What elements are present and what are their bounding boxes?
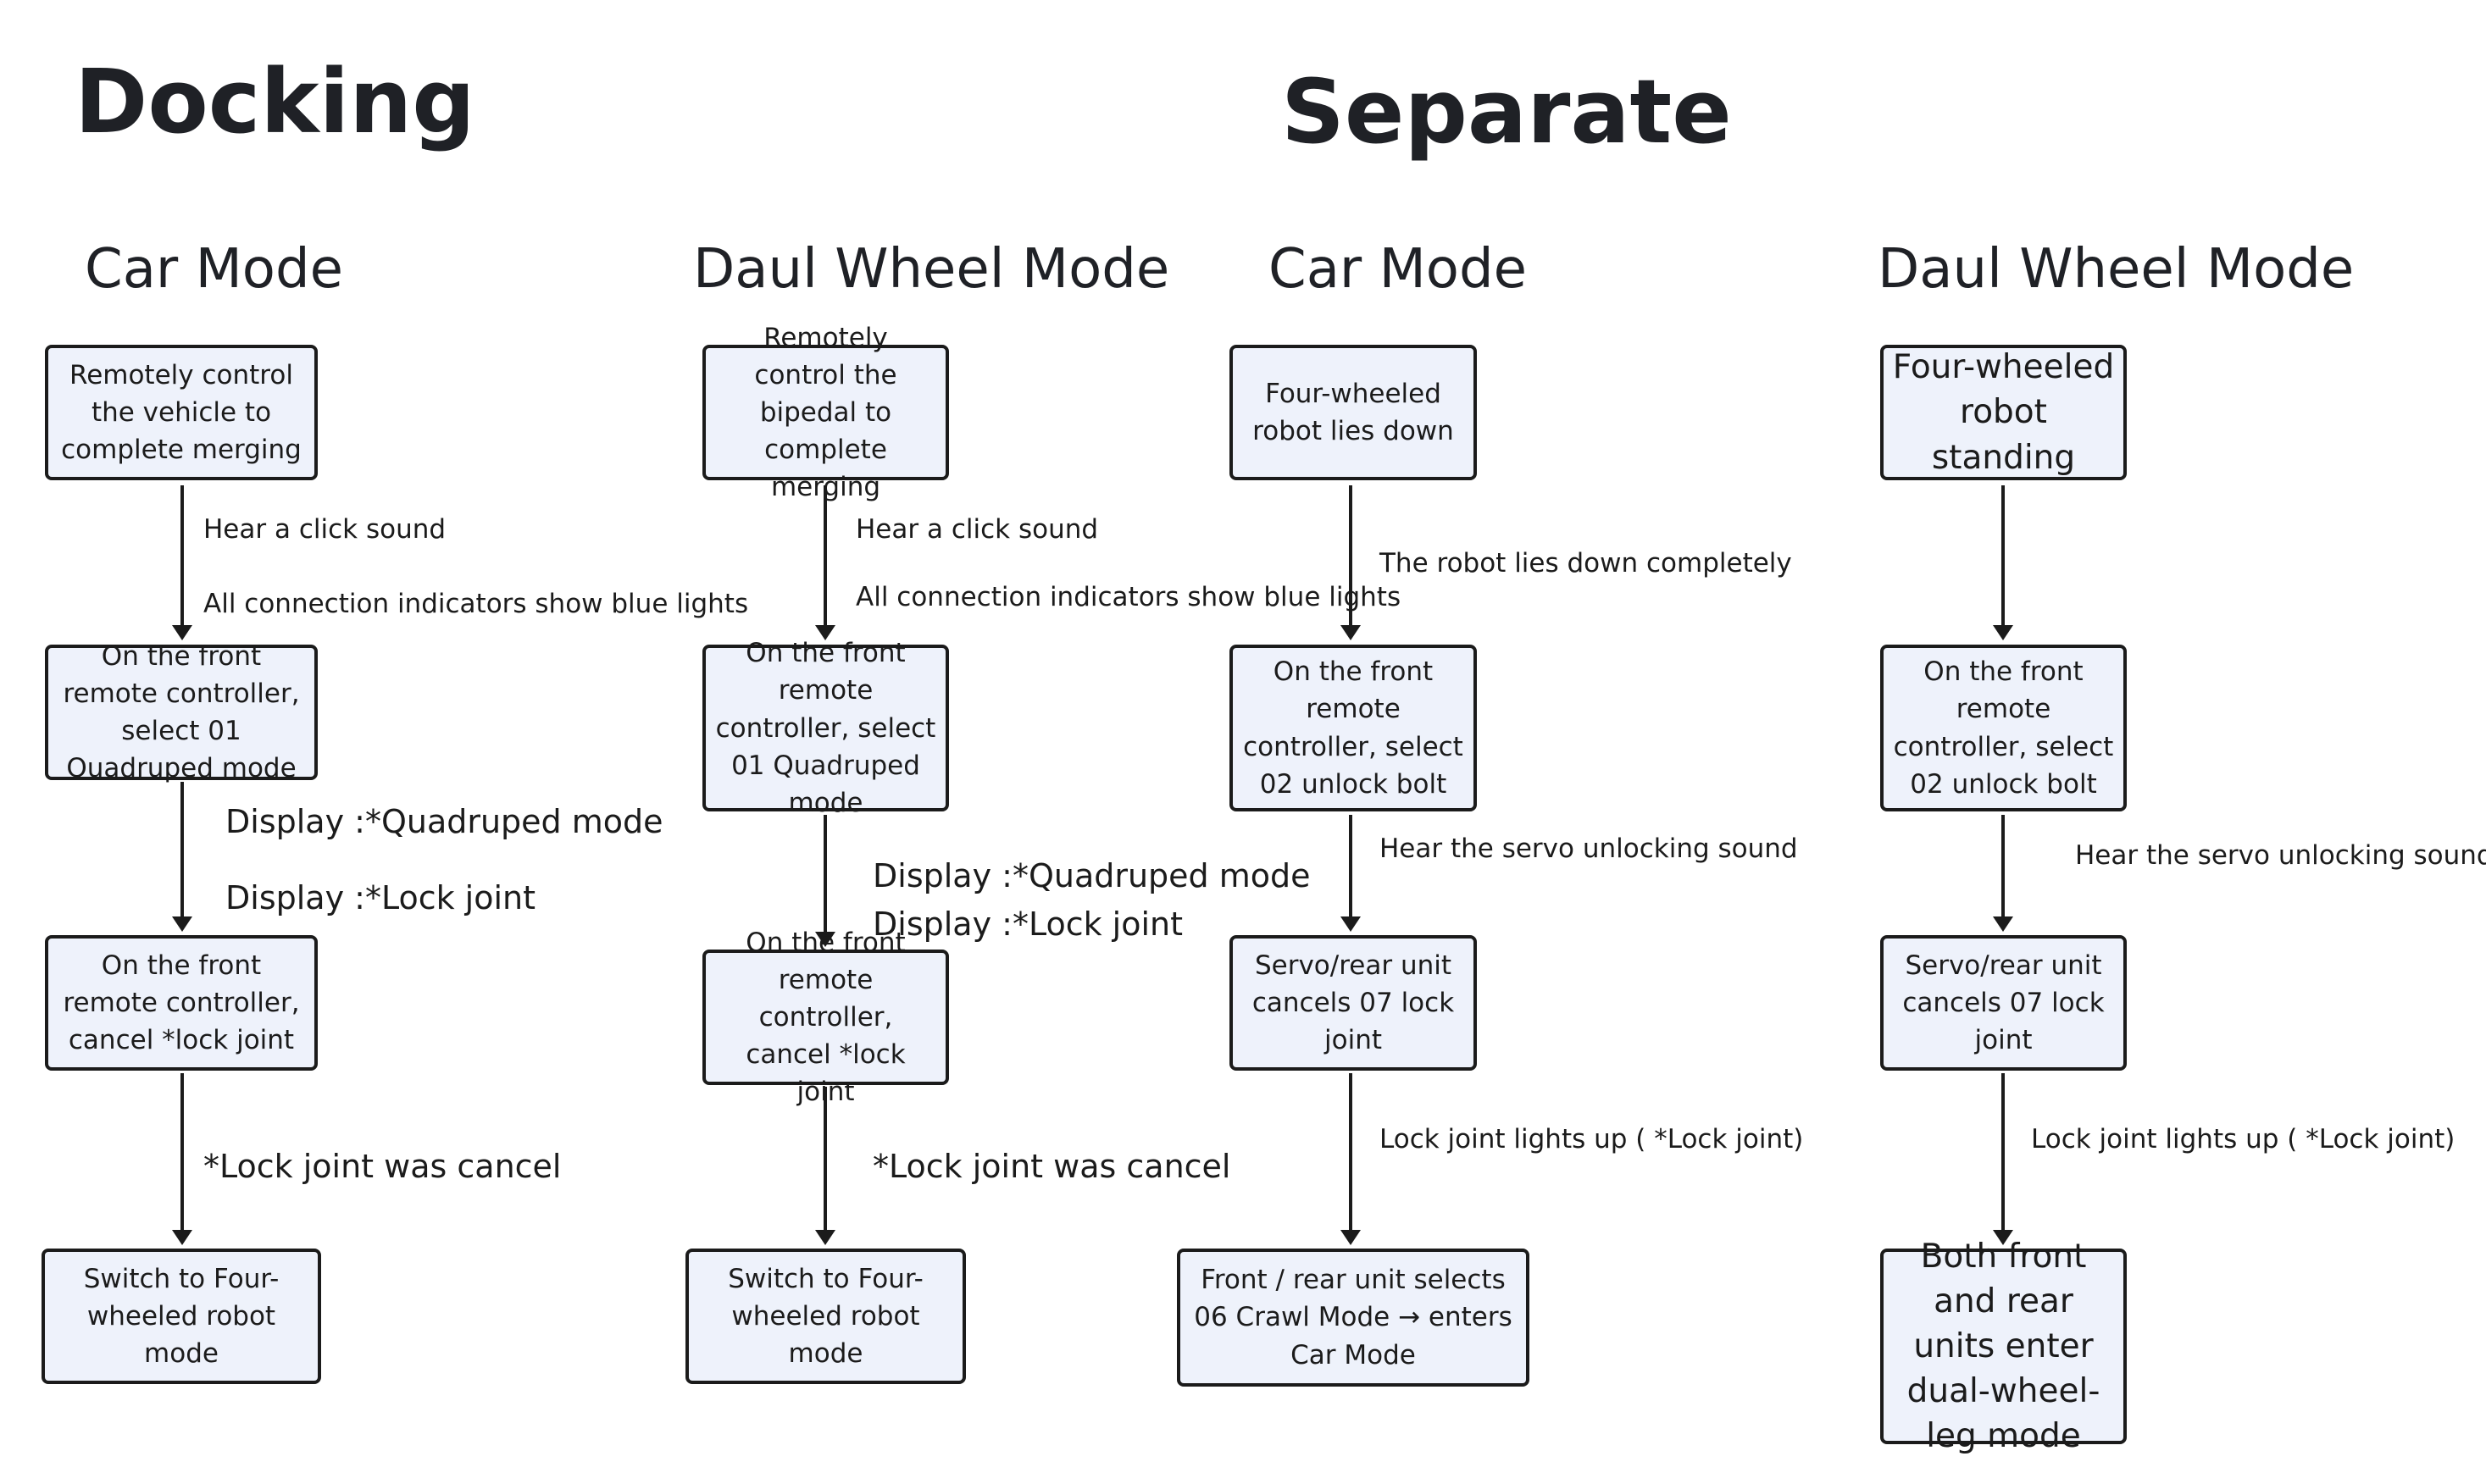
separate-title: Separate xyxy=(1281,60,1732,163)
step-box: Four-wheeled robot lies down xyxy=(1229,345,1477,480)
step-box: On the front remote controller, cancel *… xyxy=(702,928,949,1107)
step-label: Display :*Lock joint xyxy=(873,905,1184,943)
step-box: Remotely control the vehicle to complete… xyxy=(45,345,318,480)
step-box: On the front remote controller, cancel *… xyxy=(45,935,318,1071)
step-label: Hear a click sound xyxy=(203,514,447,545)
column-title-docking-car-mode: Car Mode xyxy=(85,238,343,301)
step-box: Servo/rear unit cancels 07 lock joint xyxy=(1880,935,2127,1071)
step-box: Both front and rear units enter dual-whe… xyxy=(1880,1238,2127,1455)
step-label: All connection indicators show blue ligh… xyxy=(856,582,1401,612)
step-box: Switch to Four-wheeled robot mode xyxy=(42,1249,321,1384)
step-box: On the front remote controller, select 0… xyxy=(1880,645,2127,811)
step-box: Switch to Four-wheeled robot mode xyxy=(685,1249,966,1384)
step-box: Four-wheeled robot standing xyxy=(1880,345,2127,480)
step-label: Display :*Lock joint xyxy=(225,879,536,916)
step-label: Hear the servo unlocking sound xyxy=(2075,840,2486,871)
step-box: Servo/rear unit cancels 07 lock joint xyxy=(1229,935,1477,1071)
step-label: Hear a click sound xyxy=(856,514,1099,545)
step-label: Display :*Quadruped mode xyxy=(873,857,1311,894)
step-label: Hear the servo unlocking sound xyxy=(1379,833,1798,864)
column-title-docking-dual-wheel-mode: Daul Wheel Mode xyxy=(693,238,1170,301)
step-box: On the front remote controller, select 0… xyxy=(702,638,949,818)
step-label: Lock joint lights up ( *Lock joint) xyxy=(2031,1124,2455,1155)
step-box: On the front remote controller, select 0… xyxy=(45,641,318,784)
step-label: *Lock joint was cancel xyxy=(203,1148,562,1185)
step-label: Lock joint lights up ( *Lock joint) xyxy=(1379,1124,1804,1155)
step-box: Front / rear unit selects 06 Crawl Mode … xyxy=(1177,1249,1529,1387)
step-box: On the front remote controller, select 0… xyxy=(1229,645,1477,811)
docking-title: Docking xyxy=(75,50,475,153)
step-box: Remotely control the bipedal to complete… xyxy=(702,323,949,502)
step-label: *Lock joint was cancel xyxy=(873,1148,1231,1185)
step-label: Display :*Quadruped mode xyxy=(225,803,663,840)
column-title-separate-car-mode: Car Mode xyxy=(1268,238,1527,301)
column-title-separate-dual-wheel-mode: Daul Wheel Mode xyxy=(1878,238,2355,301)
step-label: The robot lies down completely xyxy=(1379,548,1792,579)
step-label: All connection indicators show blue ligh… xyxy=(203,589,749,619)
